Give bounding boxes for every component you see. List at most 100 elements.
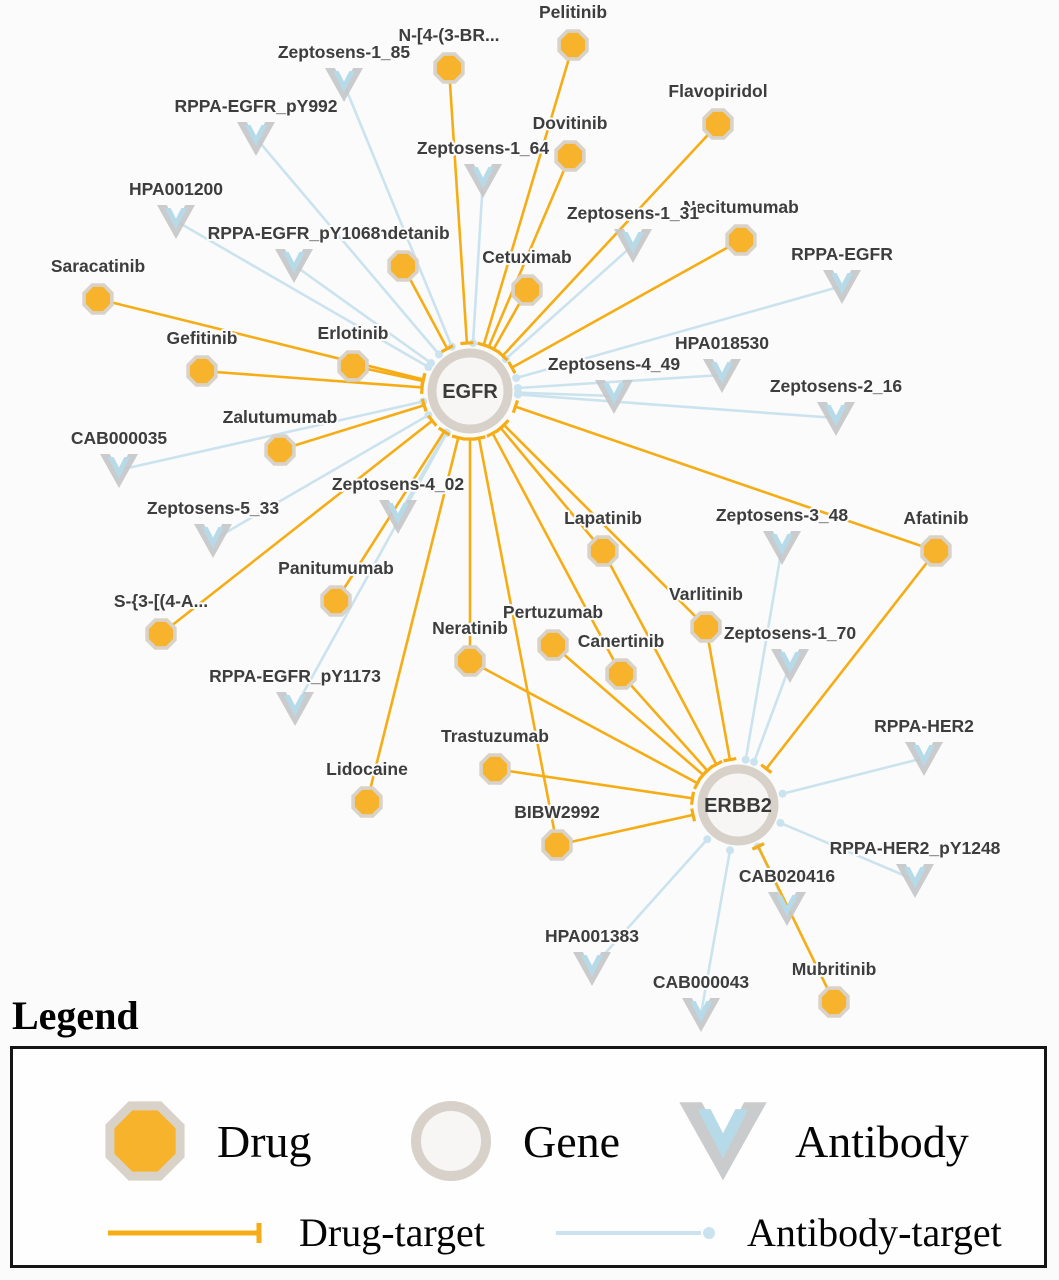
antibody-node-zeptosens-5-33 (194, 524, 232, 558)
node-label-pertuzumab: Pertuzumab (503, 602, 603, 622)
legend-antibody-target-label: Antibody-target (747, 1210, 1002, 1255)
antibody-target-edge-hpa001383-erbb2 (591, 835, 712, 969)
drug-target-edge-neratinib-erbb2 (469, 659, 702, 790)
node-label-pelitinib: Pelitinib (539, 2, 607, 22)
node-label-afatinib: Afatinib (903, 508, 968, 528)
node-label-saracatinib: Saracatinib (51, 256, 145, 276)
gene-node-erbb2: ERBB2 (697, 764, 779, 846)
node-label-s-3-4-a: S-{3-[(4-A... (114, 591, 208, 611)
node-label-hpa018530: HPA018530 (675, 333, 769, 353)
antibody-node-zeptosens-4-49 (595, 380, 633, 414)
antibody-target-edge-zeptosens-2-16-egfr (513, 390, 837, 420)
gene-label-egfr: EGFR (442, 381, 498, 403)
legend-drug-target-label: Drug-target (299, 1210, 485, 1255)
antibody-chevron-icon (703, 359, 741, 393)
drug-target-edge-trastuzumab-erbb2 (494, 767, 696, 805)
antibody-target-edge-hpa001200-egfr (175, 219, 433, 371)
antibody-node-rppa-egfr-py1173 (276, 692, 314, 726)
antibody-chevron-icon (194, 524, 232, 558)
drug-target-edge-flavopiridol-egfr (496, 123, 719, 362)
node-label-neratinib: Neratinib (432, 618, 508, 638)
legend-title: Legend (12, 993, 139, 1038)
antibody-node-cab000043 (682, 998, 720, 1032)
drug-node-n-4-3-br (433, 52, 465, 84)
node-label-zeptosens-3-48: Zeptosens-3_48 (716, 505, 849, 525)
antibody-chevron-icon (614, 229, 652, 263)
antibody-chevron-icon (464, 164, 502, 198)
node-label-zalutumumab: Zalutumumab (223, 407, 338, 427)
antibody-node-icon (679, 1102, 767, 1181)
legend-item-drug-target: Drug-target (105, 1209, 485, 1256)
drug-node-saracatinib (82, 283, 114, 315)
gene-circle-icon (697, 764, 779, 846)
drug-target-edge-afatinib-erbb2 (760, 550, 938, 774)
antibody-chevron-icon (100, 454, 138, 488)
antibody-node-cab020416 (768, 892, 806, 926)
node-label-vandetanib: Vandetanib (356, 223, 449, 243)
antibody-target-line-icon (556, 1226, 715, 1239)
node-label-rppa-her2-py1248: RPPA-HER2_pY1248 (830, 838, 1001, 858)
drug-target-edge-zalutumumab-egfr (279, 398, 428, 452)
node-label-gefitinib: Gefitinib (167, 328, 238, 348)
node-label-zeptosens-1-70: Zeptosens-1_70 (724, 623, 857, 643)
antibody-chevron-inner-icon (283, 252, 305, 274)
antibody-node-hpa018530 (703, 359, 741, 393)
drug-node-panitumumab (320, 585, 352, 617)
antibody-node-zeptosens-1-85 (325, 68, 363, 102)
drug-node-erlotinib (337, 350, 369, 382)
antibody-chevron-inner-icon (202, 527, 224, 549)
antibody-chevron-icon (682, 998, 720, 1032)
drug-target-edge-necitumumab-egfr (507, 238, 742, 375)
antibody-chevron-inner-icon (472, 167, 494, 189)
drug-node-vandetanib (387, 250, 419, 282)
drug-target-edge-pertuzumab-erbb2 (552, 644, 709, 781)
node-label-lidocaine: Lidocaine (326, 759, 408, 779)
drug-node-trastuzumab (479, 753, 511, 785)
drug-node-lidocaine (351, 786, 383, 818)
antibody-chevron-inner-icon (711, 362, 733, 384)
antibody-chevron-icon (896, 864, 934, 898)
antibody-target-edge-cab000035-egfr (118, 397, 428, 472)
drug-target-edge-bibw2992-erbb2 (556, 808, 697, 847)
node-label-trastuzumab: Trastuzumab (441, 726, 549, 746)
antibody-target-edge-zeptosens-3-48-erbb2 (741, 546, 784, 764)
antibody-node-zeptosens-1-31 (614, 229, 652, 263)
antibody-chevron-inner-icon (904, 867, 926, 889)
antibody-node-hpa001383 (573, 952, 611, 986)
drug-target-edge-dovitinib-egfr (482, 155, 572, 351)
antibody-chevron-icon (763, 531, 801, 565)
drug-node-neratinib (454, 645, 486, 677)
antibody-chevron-inner-icon (690, 1001, 712, 1023)
antibody-chevron-inner-icon (245, 125, 267, 147)
drug-node-mubritinib (818, 986, 850, 1018)
antibody-target-edge-rppa-egfr-py1173-egfr (293, 429, 451, 709)
gene-label-erbb2: ERBB2 (704, 795, 772, 817)
antibody-target-edge-zeptosens-4-49-egfr (514, 388, 615, 398)
gene-node-icon (411, 1101, 491, 1181)
antibody-chevron-icon (771, 649, 809, 683)
drug-target-edge-lapatinib-egfr (494, 422, 604, 552)
antibody-target-edge-zeptosens-1-85-egfr (342, 83, 456, 351)
drug-target-edge-s-3-4-a-egfr (160, 414, 438, 636)
node-label-rppa-egfr-py1173: RPPA-EGFR_pY1173 (209, 666, 381, 686)
antibody-chevron-inner-icon (622, 232, 644, 254)
drug-node-cetuximab (511, 274, 543, 306)
antibody-node-rppa-her2 (905, 742, 943, 776)
drug-node-gefitinib (186, 355, 218, 387)
node-label-erlotinib: Erlotinib (318, 323, 389, 343)
antibody-chevron-inner-icon (825, 405, 847, 427)
node-label-rppa-egfr: RPPA-EGFR (791, 244, 893, 264)
edge-layer (97, 44, 938, 1015)
antibody-node-rppa-egfr-py1068 (275, 249, 313, 283)
antibody-node-zeptosens-2-16 (817, 402, 855, 436)
gene-node-egfr: EGFR (427, 348, 513, 434)
antibody-chevron-icon (595, 380, 633, 414)
node-label-zeptosens-1-31: Zeptosens-1_31 (567, 203, 700, 223)
node-layer: EGFR ERBB2 (82, 29, 952, 1032)
drug-node-afatinib (920, 535, 952, 567)
antibody-chevron-inner-icon (771, 534, 793, 556)
drug-node-necitumumab (725, 224, 757, 256)
antibody-node-zeptosens-4-02 (379, 500, 417, 534)
drug-target-edge-varlitinib-egfr (498, 419, 707, 628)
